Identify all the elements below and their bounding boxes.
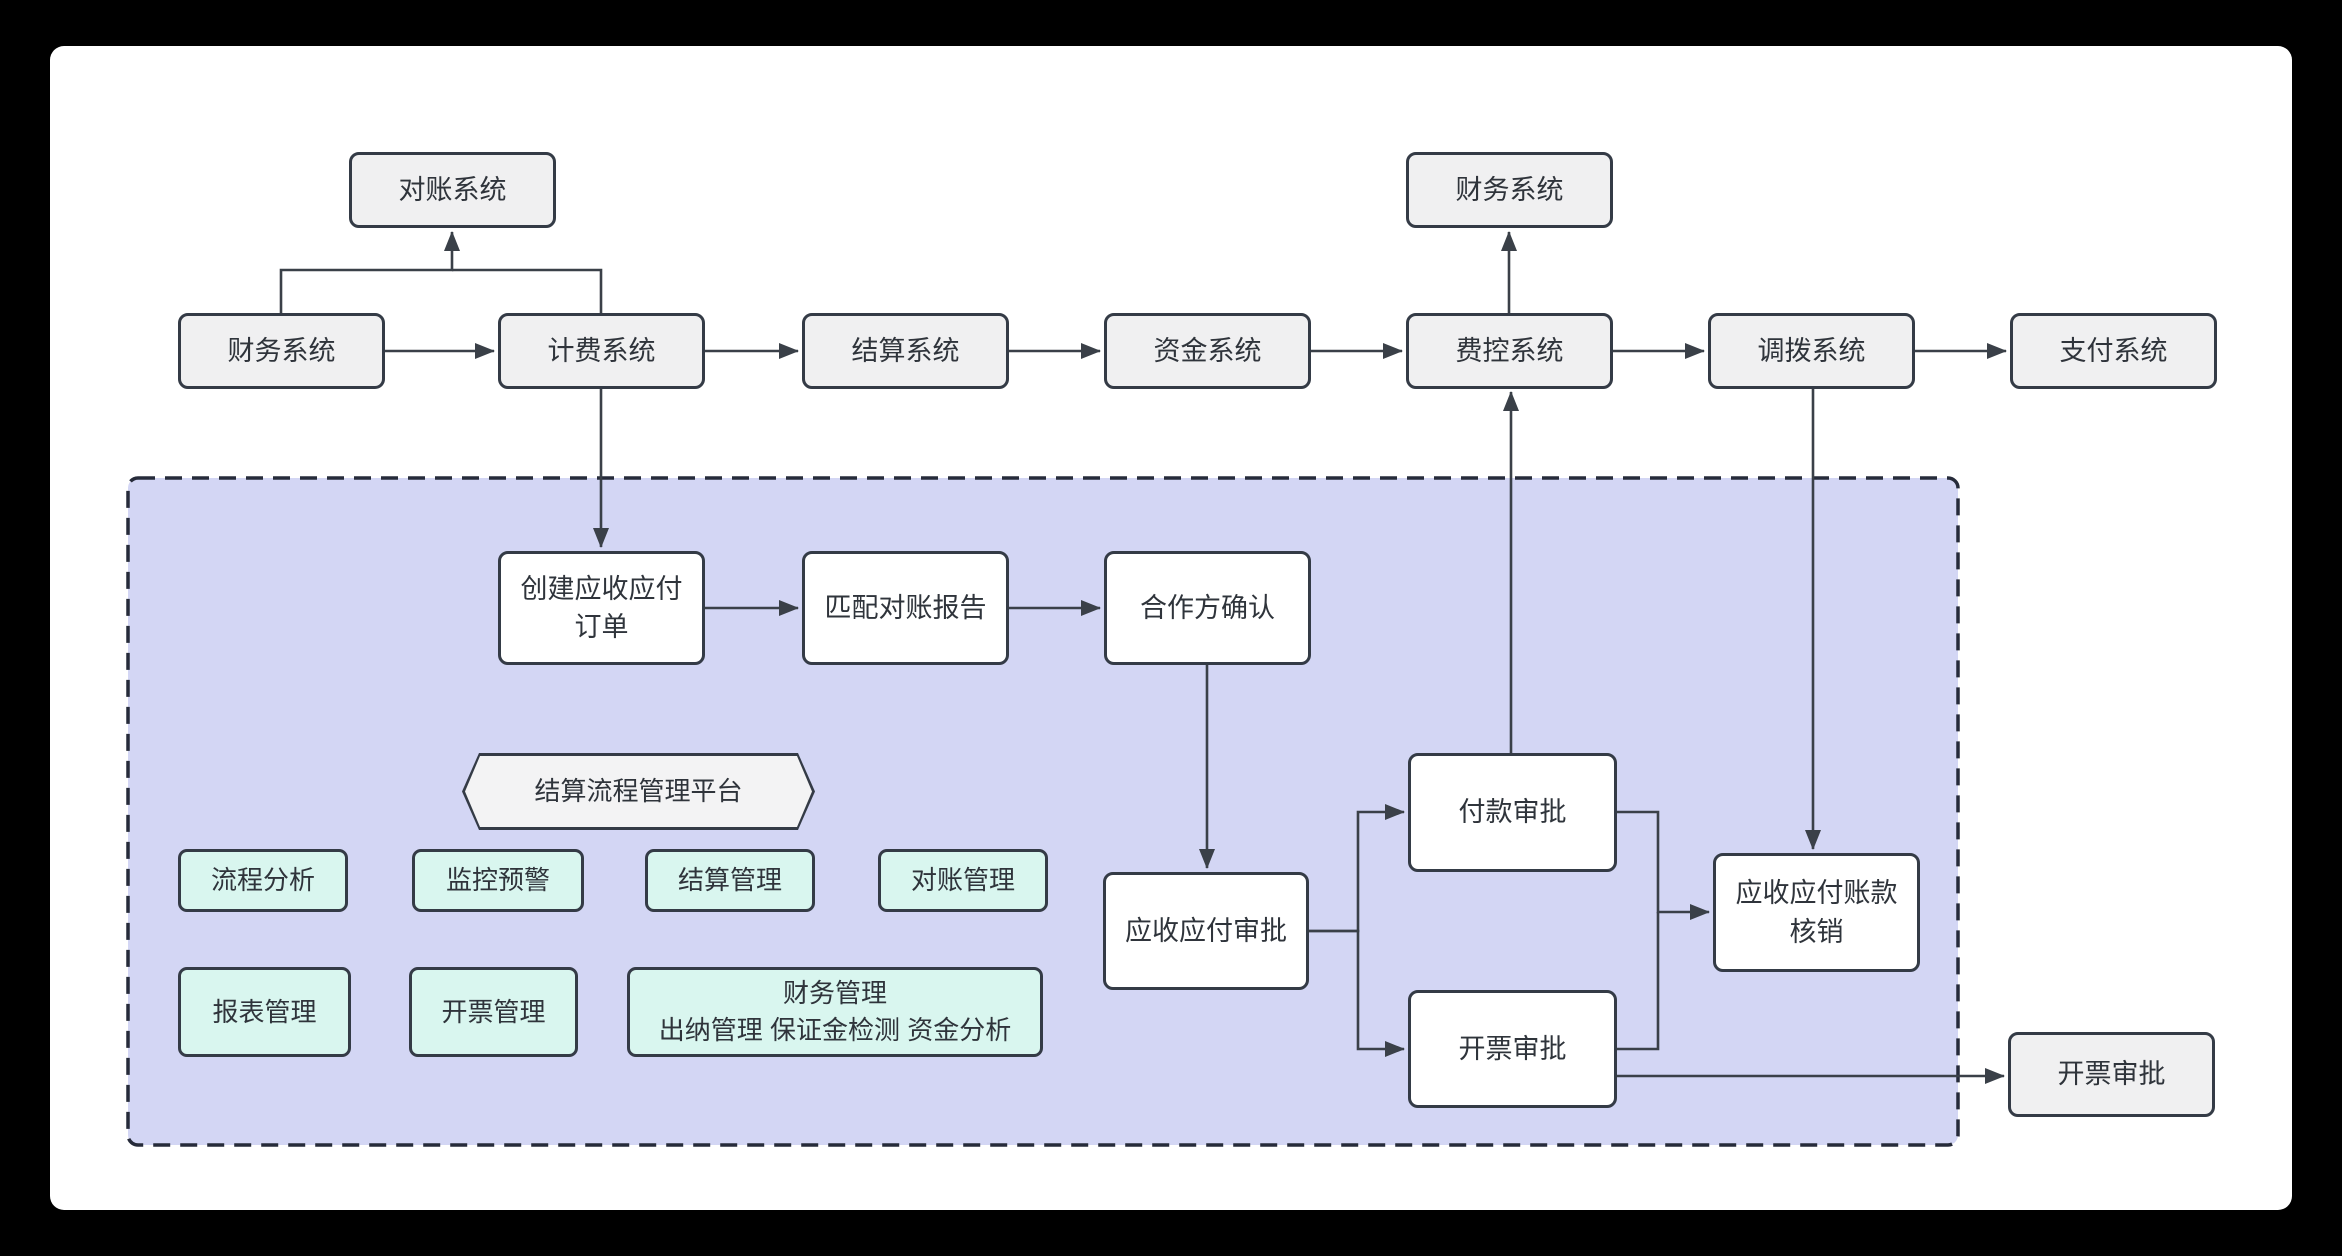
node-finance-mgmt[interactable]: 财务管理 出纳管理 保证金检测 资金分析 (627, 967, 1043, 1057)
node-billing-system[interactable]: 计费系统 (498, 313, 705, 389)
node-payment-system[interactable]: 支付系统 (2010, 313, 2217, 389)
node-ar-ap-approval[interactable]: 应收应付审批 (1103, 872, 1309, 990)
node-finance-system-top[interactable]: 财务系统 (1406, 152, 1613, 228)
node-match-reconciliation-report[interactable]: 匹配对账报告 (802, 551, 1009, 665)
node-monitoring-alert[interactable]: 监控预警 (412, 849, 584, 912)
node-process-analysis[interactable]: 流程分析 (178, 849, 348, 912)
node-finance-system[interactable]: 财务系统 (178, 313, 385, 389)
node-allocation-system[interactable]: 调拨系统 (1708, 313, 1915, 389)
node-reconciliation-mgmt[interactable]: 对账管理 (878, 849, 1048, 912)
node-partner-confirmation[interactable]: 合作方确认 (1104, 551, 1311, 665)
node-invoice-approval-external[interactable]: 开票审批 (2008, 1032, 2215, 1117)
node-ar-ap-writeoff[interactable]: 应收应付账款 核销 (1713, 853, 1920, 972)
node-settlement-mgmt[interactable]: 结算管理 (645, 849, 815, 912)
node-invoicing-mgmt[interactable]: 开票管理 (409, 967, 578, 1057)
node-report-mgmt[interactable]: 报表管理 (178, 967, 351, 1057)
node-funds-system[interactable]: 资金系统 (1104, 313, 1311, 389)
node-expense-control-system[interactable]: 费控系统 (1406, 313, 1613, 389)
node-invoice-approval[interactable]: 开票审批 (1408, 990, 1617, 1108)
node-label: 结算流程管理平台 (534, 776, 743, 807)
node-settlement-platform[interactable]: 结算流程管理平台 (462, 753, 815, 830)
node-settlement-system[interactable]: 结算系统 (802, 313, 1009, 389)
node-create-ar-ap-order[interactable]: 创建应收应付 订单 (498, 551, 705, 665)
node-reconciliation-system[interactable]: 对账系统 (349, 152, 556, 228)
node-payment-approval[interactable]: 付款审批 (1408, 753, 1617, 872)
